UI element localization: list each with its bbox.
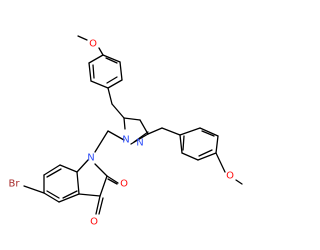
bond-30: [235, 179, 243, 185]
bond-43: [43, 164, 61, 176]
bond-36: [76, 171, 80, 195]
bond-29: [215, 152, 226, 173]
bond-42: [59, 164, 78, 173]
atom-o-keto-3: O: [90, 217, 98, 228]
bond-46: [58, 193, 80, 203]
bond-4: [107, 79, 123, 89]
bond-15: [139, 119, 149, 135]
bond-28: [201, 130, 215, 137]
molecule-structure: O O N N N Br O O: [9, 35, 243, 228]
bond-25: [179, 127, 201, 136]
bond-lines: [23, 35, 243, 215]
bond-9: [106, 76, 118, 84]
bond-1: [98, 47, 104, 56]
bond-45: [43, 192, 60, 203]
bond-18: [147, 127, 163, 135]
bond-7: [88, 54, 104, 64]
bond-20: [179, 134, 183, 154]
bond-11: [107, 87, 113, 105]
bond-40: [95, 195, 101, 215]
bond-10: [92, 64, 95, 79]
atom-br: Br: [9, 179, 21, 190]
bond-23: [215, 135, 219, 154]
bond-49: [62, 190, 78, 199]
bond-24: [199, 127, 219, 137]
bond-2: [102, 54, 121, 63]
bond-34: [99, 175, 108, 197]
bond-47: [46, 168, 62, 178]
bond-32: [94, 130, 109, 153]
atom-n-pyrazoline-2: N: [122, 135, 129, 146]
bond-19: [161, 127, 181, 136]
bond-5: [90, 80, 109, 89]
bond-13: [123, 117, 126, 130]
bond-35: [78, 193, 101, 197]
bond-33: [94, 163, 108, 177]
bond-31: [107, 130, 125, 141]
bond-50: [23, 185, 45, 194]
bond-38: [106, 175, 119, 184]
bond-12: [111, 103, 125, 119]
bond-22: [197, 152, 217, 161]
atom-o-methoxy-right: O: [226, 171, 234, 182]
bond-27: [198, 149, 213, 157]
bond-26: [182, 135, 185, 151]
bond-17: [133, 131, 149, 143]
bond-39: [107, 178, 118, 185]
atom-labels: O O N N N Br O O: [9, 39, 235, 228]
bond-37: [76, 159, 89, 173]
bond-48: [46, 190, 60, 199]
bond-8: [105, 57, 118, 64]
bond-41: [98, 197, 104, 215]
atom-n-indole: N: [87, 153, 94, 164]
bond-16: [123, 117, 141, 121]
atom-o-keto-2: O: [120, 179, 128, 190]
bond-21: [181, 152, 199, 161]
bond-0: [77, 35, 88, 41]
atom-o-methoxy-top: O: [89, 39, 97, 50]
bond-3: [119, 61, 123, 81]
atom-n-pyrazoline-1: N: [136, 138, 143, 149]
bond-6: [88, 62, 92, 82]
